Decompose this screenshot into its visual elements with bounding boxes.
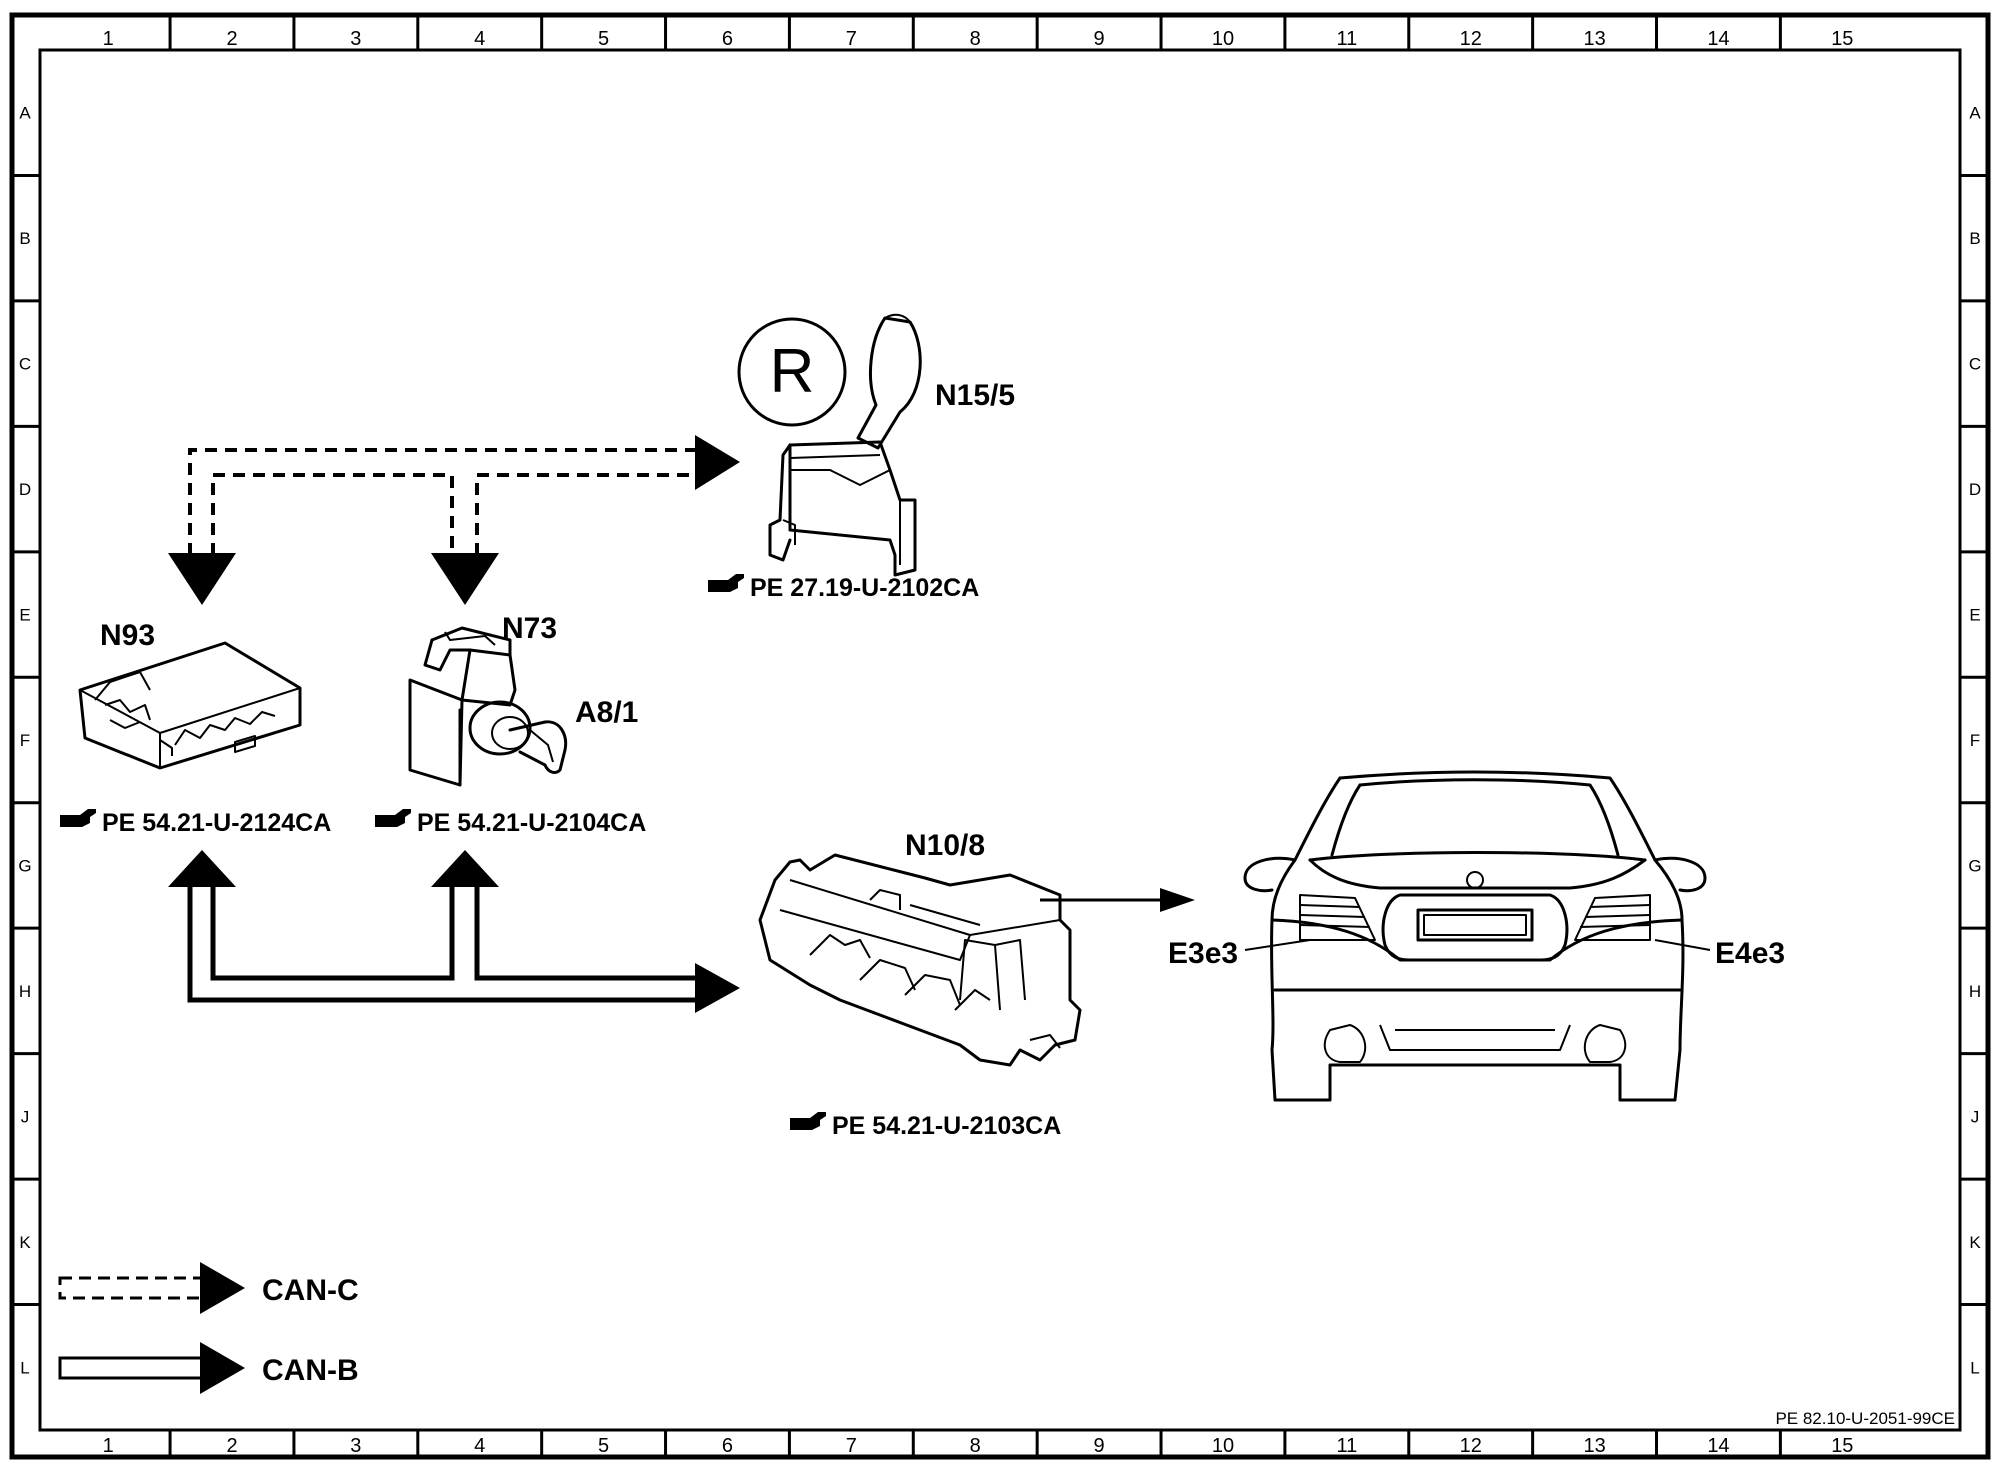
grid-column-label: 8 bbox=[970, 28, 981, 50]
grid-column-label: 10 bbox=[1212, 1435, 1234, 1457]
ref-text-n93: PE 54.21-U-2124CA bbox=[102, 809, 331, 837]
grid-row-label: F bbox=[20, 731, 30, 750]
grid-row-label: K bbox=[1969, 1233, 1981, 1252]
vehicle-rear-view bbox=[1243, 770, 1711, 1102]
ref-n10-8: PE 54.21-U-2103CA bbox=[790, 1112, 1061, 1140]
grid-row-label: J bbox=[1971, 1107, 1980, 1126]
grid-row-label: E bbox=[1969, 606, 1980, 625]
legend-can-b-label: CAN-B bbox=[262, 1354, 359, 1387]
grid-column-label: 8 bbox=[970, 1435, 981, 1457]
grid-column-label: 9 bbox=[1094, 28, 1105, 50]
grid-column-label: 11 bbox=[1336, 1435, 1357, 1457]
grid-row-label: A bbox=[1969, 104, 1981, 123]
grid-column-label: 3 bbox=[350, 1435, 361, 1457]
n73-ignition-switch bbox=[408, 626, 568, 787]
pointing-hand-icon bbox=[60, 809, 96, 827]
grid-column-label: 5 bbox=[598, 28, 609, 50]
ref-text-n15-5: PE 27.19-U-2102CA bbox=[750, 574, 979, 602]
grid-column-label: 2 bbox=[226, 1435, 237, 1457]
ref-n93: PE 54.21-U-2124CA bbox=[60, 809, 331, 837]
can-c-arrow-n93 bbox=[168, 553, 236, 605]
grid-column-label: 10 bbox=[1212, 28, 1234, 50]
can-b-arrow-n10-8 bbox=[695, 963, 740, 1013]
label-n73: N73 bbox=[502, 612, 557, 645]
grid-row-label: A bbox=[19, 104, 31, 123]
grid-column-label: 9 bbox=[1094, 1435, 1105, 1457]
legend-can-c-label: CAN-C bbox=[262, 1274, 359, 1307]
grid-row-label: H bbox=[1969, 982, 1981, 1001]
grid-column-label: 1 bbox=[103, 28, 114, 50]
can-b-arrow-n73 bbox=[431, 850, 499, 887]
grid-row-label: G bbox=[1968, 856, 1981, 875]
grid-row-label: C bbox=[1969, 355, 1981, 374]
grid-column-label: 5 bbox=[598, 1435, 609, 1457]
n93-module bbox=[78, 641, 302, 770]
grid-row-label: K bbox=[19, 1233, 31, 1252]
grid-column-label: 7 bbox=[846, 1435, 857, 1457]
pointing-hand-icon bbox=[375, 809, 411, 827]
legend: CAN-C CAN-B bbox=[58, 1262, 359, 1394]
grid-row-label: G bbox=[18, 856, 31, 875]
gear-symbol-r: R bbox=[770, 337, 815, 406]
n15-5-selector-lever: R bbox=[737, 313, 922, 577]
grid-row-label: D bbox=[19, 480, 31, 499]
ref-text-n73: PE 54.21-U-2104CA bbox=[417, 809, 646, 837]
label-n10-8: N10/8 bbox=[905, 829, 985, 862]
grid-column-label: 4 bbox=[474, 28, 485, 50]
can-b-bus bbox=[168, 850, 740, 1013]
grid-row-label: H bbox=[19, 982, 31, 1001]
grid-column-label: 15 bbox=[1831, 28, 1853, 50]
grid-column-label: 2 bbox=[226, 28, 237, 50]
grid-row-label: E bbox=[19, 606, 30, 625]
grid-column-label: 15 bbox=[1831, 1435, 1853, 1457]
grid-column-label: 6 bbox=[722, 1435, 733, 1457]
grid-column-label: 12 bbox=[1460, 28, 1482, 50]
label-e3e3: E3e3 bbox=[1168, 937, 1238, 970]
document-id: PE 82.10-U-2051-99CE bbox=[1775, 1409, 1955, 1428]
label-e4e3: E4e3 bbox=[1715, 937, 1785, 970]
ref-n73: PE 54.21-U-2104CA bbox=[375, 809, 646, 837]
can-c-arrow-n15-5 bbox=[695, 435, 740, 490]
pointing-hand-icon bbox=[790, 1112, 826, 1130]
label-a8-1: A8/1 bbox=[575, 696, 638, 729]
can-c-arrow-n73 bbox=[431, 553, 499, 605]
grid-column-label: 14 bbox=[1707, 28, 1729, 50]
grid-row-label: C bbox=[19, 355, 31, 374]
ref-n15-5: PE 27.19-U-2102CA bbox=[708, 574, 979, 602]
signal-arrow-to-vehicle bbox=[1040, 888, 1195, 912]
grid-column-label: 7 bbox=[846, 28, 857, 50]
grid-row-label: B bbox=[19, 229, 30, 248]
grid-column-label: 13 bbox=[1583, 1435, 1605, 1457]
grid-row-label: L bbox=[20, 1358, 29, 1377]
grid-column-label: 4 bbox=[474, 1435, 485, 1457]
legend-can-b: CAN-B bbox=[58, 1342, 359, 1394]
grid-column-label: 14 bbox=[1707, 1435, 1729, 1457]
ref-text-n10-8: PE 54.21-U-2103CA bbox=[832, 1112, 1061, 1140]
grid-row-label: L bbox=[1970, 1358, 1979, 1377]
pointing-hand-icon bbox=[708, 574, 744, 592]
grid-column-label: 3 bbox=[350, 28, 361, 50]
n10-8-sam-module bbox=[758, 853, 1082, 1067]
grid-column-label: 13 bbox=[1583, 28, 1605, 50]
grid-column-label: 11 bbox=[1336, 28, 1357, 50]
grid-row-label: D bbox=[1969, 480, 1981, 499]
label-n15-5: N15/5 bbox=[935, 379, 1015, 412]
grid-column-label: 1 bbox=[103, 1435, 114, 1457]
drawing-frame: 1122334455667788991010111112121313141415… bbox=[9, 12, 1991, 1460]
legend-can-c: CAN-C bbox=[58, 1262, 359, 1314]
grid-column-label: 12 bbox=[1460, 1435, 1482, 1457]
can-b-arrow-n93 bbox=[168, 850, 236, 887]
grid-row-label: J bbox=[21, 1107, 30, 1126]
can-c-bus bbox=[168, 435, 740, 605]
grid-row-label: B bbox=[1969, 229, 1980, 248]
grid-column-label: 6 bbox=[722, 28, 733, 50]
label-n93: N93 bbox=[100, 619, 155, 652]
grid-row-label: F bbox=[1970, 731, 1980, 750]
